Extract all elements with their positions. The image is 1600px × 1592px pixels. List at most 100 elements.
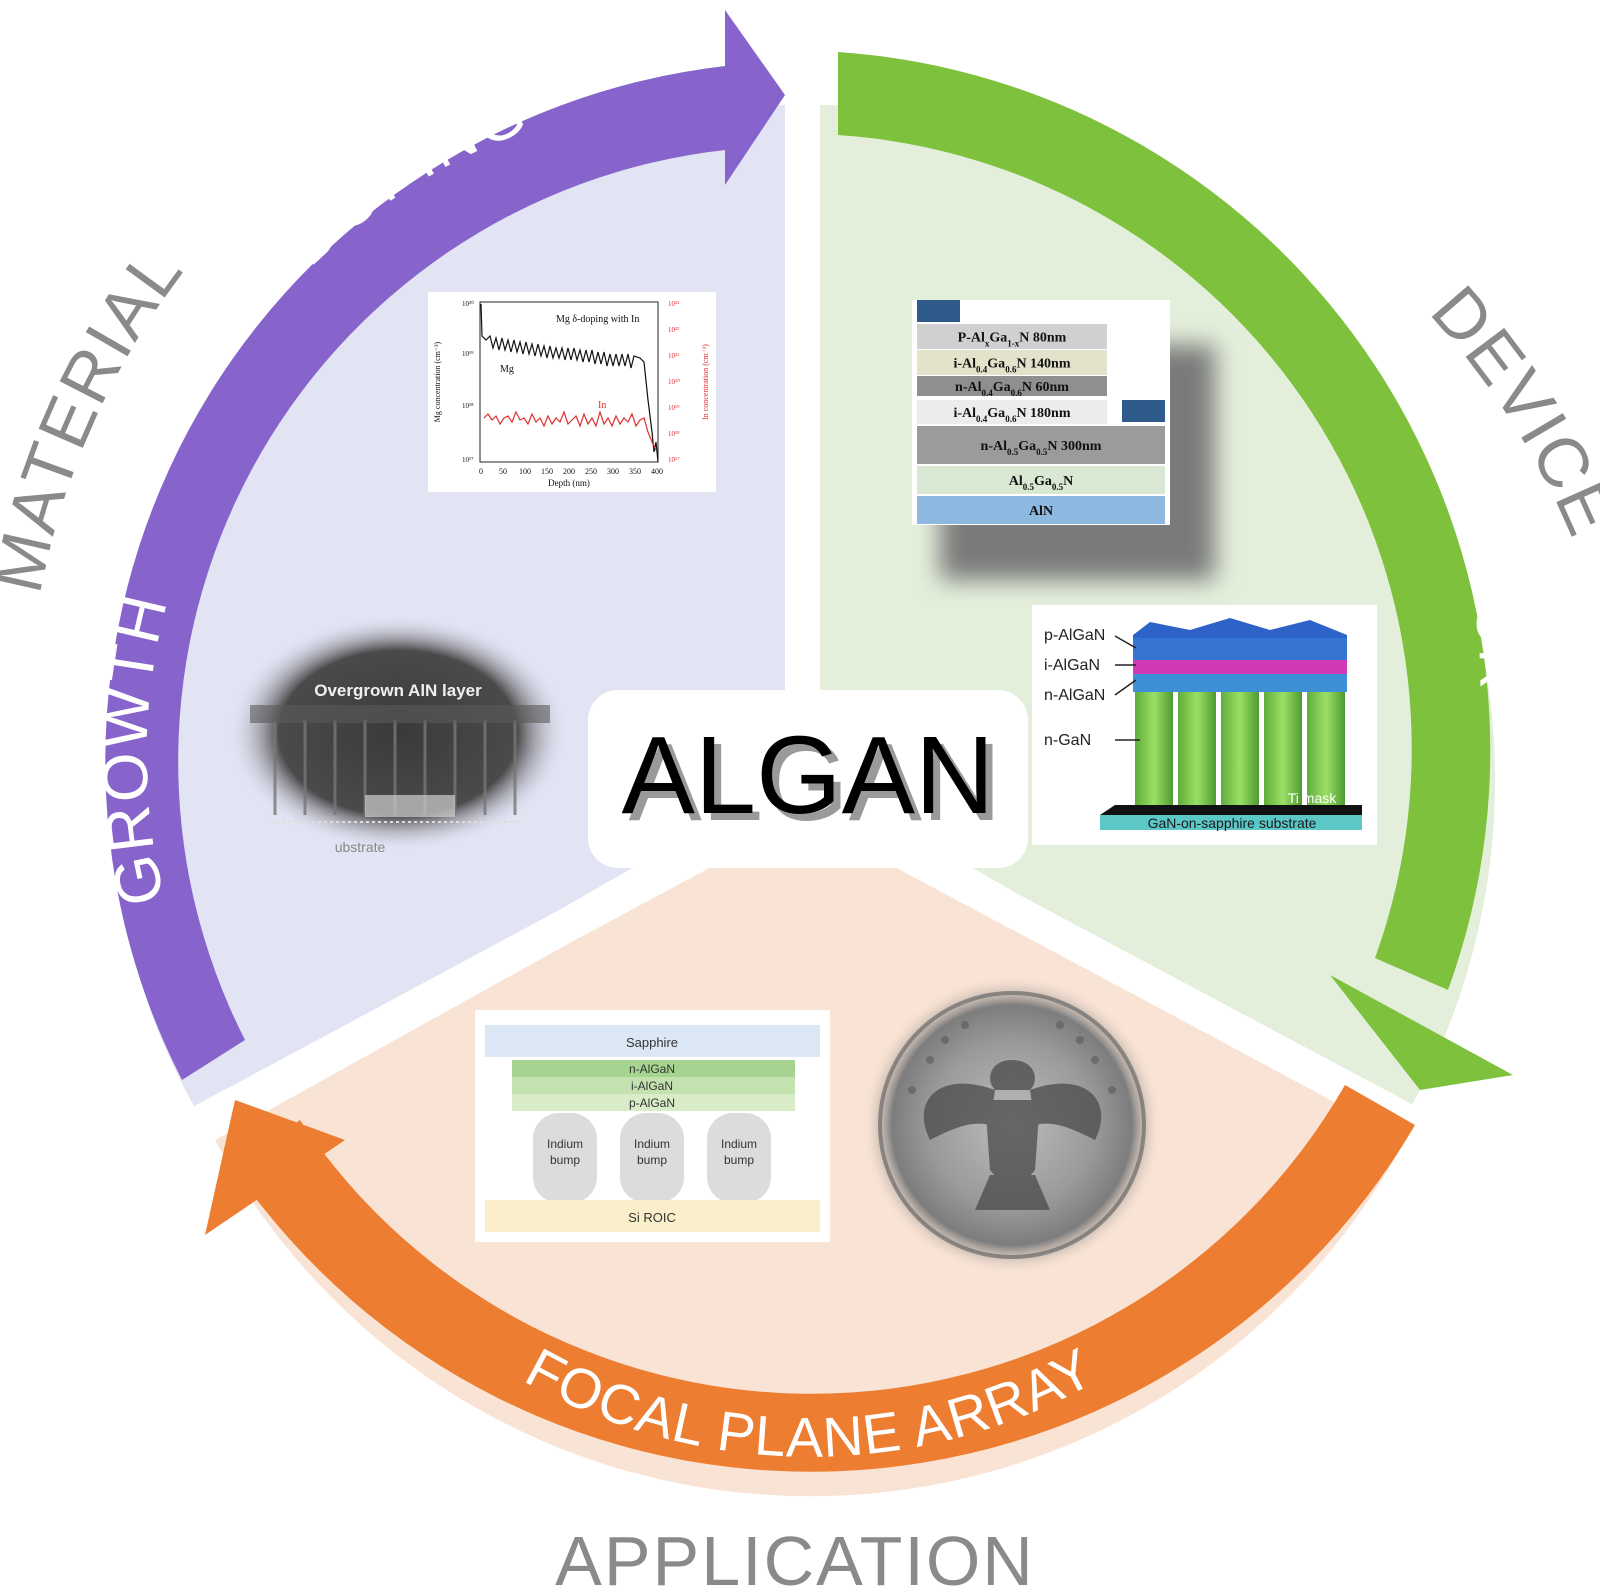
y-right-tick-3: 10²⁰ xyxy=(668,378,680,386)
fpa-p-layer xyxy=(512,1094,795,1111)
growth-sem-image: Overgrown AlN layer ubstrate xyxy=(228,615,568,855)
arrow-device-head xyxy=(1330,975,1513,1090)
stack-layer xyxy=(917,350,1107,375)
nanowire-substrate xyxy=(1100,815,1362,830)
fpa-p-label: p-AlGaN xyxy=(629,1096,675,1110)
in-curve xyxy=(483,409,657,451)
nanowire-leaders xyxy=(1114,635,1140,741)
fpa-bump-0 xyxy=(533,1113,597,1203)
y-left-tick-3: 10¹⁷ xyxy=(462,456,474,464)
mg-curve xyxy=(480,303,659,463)
arrow-application xyxy=(205,1085,1415,1472)
in-series-label: In xyxy=(598,400,606,411)
stack-layer xyxy=(917,496,1165,524)
y-right-axis-label: In concentration (cm⁻³) xyxy=(701,344,710,420)
doping-annotation: Mg δ-doping with In xyxy=(556,314,639,325)
y-left-axis-label: Mg concentration (cm⁻³) xyxy=(433,341,442,422)
sem-substrate-debris xyxy=(365,795,455,817)
stack-layer xyxy=(917,466,1165,494)
nanowire-label-ngan: n-GaN xyxy=(1044,732,1091,749)
doping-plot-axes xyxy=(479,301,659,463)
center-box-bg xyxy=(588,690,1028,868)
x-axis-label: Depth (nm) xyxy=(548,478,590,488)
x-ticks: 0 50 100 150 200 250 300 350 400 xyxy=(479,467,663,476)
fpa-bump-1 xyxy=(620,1113,684,1203)
stack-layer-label: AlN xyxy=(1029,504,1053,519)
stack-layer xyxy=(917,426,1165,464)
stack-layer xyxy=(917,376,1107,396)
nanowire-label-n: n-AlGaN xyxy=(1044,687,1105,704)
x-tick-4: 200 xyxy=(563,467,575,476)
stack-layer-label: Al0.5Ga0.5N xyxy=(1009,474,1074,492)
fpa-bump-2 xyxy=(707,1113,771,1203)
arrow-material-head xyxy=(725,10,785,185)
fpa-roic xyxy=(485,1200,820,1232)
coin-image xyxy=(862,975,1162,1275)
y-right-tick-0: 10²³ xyxy=(668,300,679,308)
y-right-tick-6: 10¹⁷ xyxy=(668,456,680,464)
fpa-sapphire-label: Sapphire xyxy=(626,1035,678,1050)
stack-layer xyxy=(917,400,1107,424)
x-tick-6: 300 xyxy=(607,467,619,476)
y-left-tick-0: 10²⁰ xyxy=(462,300,474,308)
fpa-i-label: i-AlGaN xyxy=(631,1079,673,1093)
x-tick-0: 0 xyxy=(479,467,483,476)
x-tick-7: 350 xyxy=(629,467,641,476)
y-right-tick-5: 10¹⁸ xyxy=(668,430,680,438)
x-tick-8: 400 xyxy=(651,467,663,476)
nanowire-n-algan xyxy=(1133,674,1347,692)
fpa-sapphire xyxy=(485,1025,820,1057)
center-box: ALGAN ALGAN xyxy=(588,690,1028,868)
arrow-material xyxy=(105,10,785,1080)
y-right-tick-1: 10²² xyxy=(668,326,679,334)
y-left-tick-2: 10¹⁸ xyxy=(462,402,474,410)
nanowire-i-layer xyxy=(1133,660,1347,674)
stack-layer-label: i-Al0.4Ga0.6N 140nm xyxy=(953,357,1070,375)
y-left-tick-1: 10¹⁹ xyxy=(462,350,474,358)
stack-layer-label: n-Al0.5Ga0.5N 300nm xyxy=(981,439,1102,457)
eagle-icon xyxy=(923,1060,1102,1210)
coin-stars xyxy=(908,1021,1116,1094)
arrow-material-band xyxy=(105,66,726,1080)
nanowire-mask xyxy=(1100,805,1362,815)
stack-layer-label: i-Al0.4Ga0.6N 180nm xyxy=(953,406,1070,424)
nanowire-figure: p-AlGaN i-AlGaN n-AlGaN n-GaN Ti mask Ga… xyxy=(1032,605,1377,845)
arrow-device-band xyxy=(838,52,1491,990)
x-tick-1: 50 xyxy=(499,467,507,476)
application-label: APPLICATION xyxy=(555,1522,1035,1592)
sem-substrate-label: ubstrate xyxy=(335,839,386,855)
nanowire-substrate-label: GaN-on-sapphire substrate xyxy=(1148,815,1317,831)
x-tick-3: 150 xyxy=(541,467,553,476)
doping-plot-bg xyxy=(428,292,716,492)
top-contact xyxy=(917,300,960,322)
fpa-i-layer xyxy=(512,1077,795,1094)
center-title: ALGAN xyxy=(622,714,995,837)
nanowire-columns xyxy=(1135,690,1345,805)
arrow-application-head xyxy=(205,1100,345,1235)
fpa-roic-label: Si ROIC xyxy=(628,1210,676,1225)
sem-overgrown-label: Overgrown AlN layer xyxy=(314,681,482,700)
sem-overgrown-band xyxy=(250,705,550,723)
center-title-shadow: ALGAN xyxy=(629,721,1002,844)
fpa-n-layer xyxy=(512,1060,795,1077)
coin-rim xyxy=(878,991,1146,1259)
arrow-device xyxy=(838,52,1513,1090)
side-contact xyxy=(1122,400,1165,422)
nanowire-p-layer xyxy=(1133,638,1347,660)
x-tick-5: 250 xyxy=(585,467,597,476)
nanowire-label-p: p-AlGaN xyxy=(1044,627,1105,644)
arrow-application-band xyxy=(235,1085,1415,1472)
stack-layer xyxy=(917,324,1107,349)
fpa-n-label: n-AlGaN xyxy=(629,1062,675,1076)
doping-plot: Mg δ-doping with In Mg In 10²⁰ 10¹⁹ 10¹⁸… xyxy=(428,292,716,492)
y-right-tick-2: 10²¹ xyxy=(668,352,679,360)
nanowire-mask-label: Ti mask xyxy=(1288,790,1337,806)
y-right-tick-4: 10¹⁹ xyxy=(668,404,680,412)
